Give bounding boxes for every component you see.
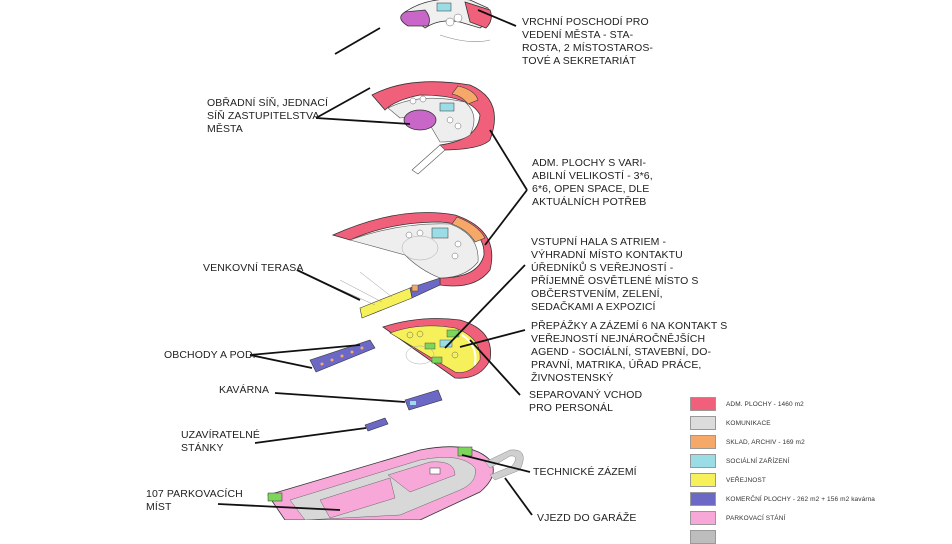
floor-third xyxy=(329,212,493,319)
legend-item-communication: KOMUNIKACE xyxy=(690,416,771,430)
label-shops: OBCHODY A POD. xyxy=(164,349,256,361)
legend-item-sanitary: SOCIÁLNÍ ZAŘÍZENÍ xyxy=(690,454,789,468)
legend-swatch xyxy=(690,416,716,430)
legend-label: KOMERČNÍ PLOCHY - 262 m2 + 156 m2 kavárn… xyxy=(726,495,876,503)
legend-label: VEŘEJNOST xyxy=(726,476,766,484)
label-ceremony-hall: OBŘADNÍ SÍŇ, JEDNACÍ SÍŇ ZASTUPITELSTVA … xyxy=(207,97,329,135)
legend-swatch xyxy=(690,454,716,468)
floor-second xyxy=(371,81,495,175)
cafe-block xyxy=(404,389,443,411)
shops-strip xyxy=(309,339,376,373)
legend-item-other xyxy=(690,530,726,544)
stalls-block xyxy=(364,417,389,432)
legend-label: SKLAD, ARCHIV - 169 m2 xyxy=(726,438,805,446)
floor-ground xyxy=(382,318,492,379)
legend-swatch xyxy=(690,397,716,411)
legend-swatch xyxy=(690,511,716,525)
legend-swatch xyxy=(690,473,716,487)
legend-item-admin: ADM. PLOCHY - 1460 m2 xyxy=(690,397,804,411)
legend-label: PARKOVACÍ STÁNÍ xyxy=(726,514,786,522)
legend-swatch xyxy=(690,530,716,544)
label-terrace: VENKOVNÍ TERASA xyxy=(203,262,304,274)
label-parking: 107 PARKOVACÍCH MÍST xyxy=(146,488,243,513)
legend-label: ADM. PLOCHY - 1460 m2 xyxy=(726,400,804,408)
legend-item-commercial: KOMERČNÍ PLOCHY - 262 m2 + 156 m2 kavárn… xyxy=(690,492,875,506)
label-stalls: UZAVÍRATELNÉ STÁNKY xyxy=(181,429,260,454)
label-admin-areas: ADM. PLOCHY S VARI- ABILNÍ VELIKOSTÍ - 3… xyxy=(532,157,653,208)
legend-label: KOMUNIKACE xyxy=(726,419,771,427)
label-cafe: KAVÁRNA xyxy=(219,384,270,396)
label-staff-entrance: SEPAROVANÝ VCHOD PRO PERSONÁL xyxy=(529,389,643,414)
ceremony-top-area xyxy=(400,9,430,27)
floor-parking xyxy=(267,446,524,520)
label-technical: TECHNICKÉ ZÁZEMÍ xyxy=(533,466,637,478)
floor-top xyxy=(400,0,492,42)
legend-item-storage: SKLAD, ARCHIV - 169 m2 xyxy=(690,435,805,449)
label-entrance-hall: VSTUPNÍ HALA S ATRIEM - VÝHRADNÍ MÍSTO K… xyxy=(531,236,699,313)
label-counters: PŘEPÁŽKY A ZÁZEMÍ 6 NA KONTAKT S VEŘEJNO… xyxy=(531,320,728,384)
ceremony-hall-area xyxy=(403,109,437,131)
legend-item-parking: PARKOVACÍ STÁNÍ xyxy=(690,511,785,525)
label-garage-entry: VJEZD DO GARÁŽE xyxy=(537,512,637,524)
legend-label: SOCIÁLNÍ ZAŘÍZENÍ xyxy=(726,457,790,465)
axonometric-floor-plans xyxy=(217,0,533,520)
label-top-floor: VRCHNÍ POSCHODÍ PRO VEDENÍ MĚSTA - STA- … xyxy=(522,16,654,67)
leader-lines xyxy=(217,9,533,516)
legend-swatch xyxy=(690,492,716,506)
legend-swatch xyxy=(690,435,716,449)
legend-item-public: VEŘEJNOST xyxy=(690,473,766,487)
